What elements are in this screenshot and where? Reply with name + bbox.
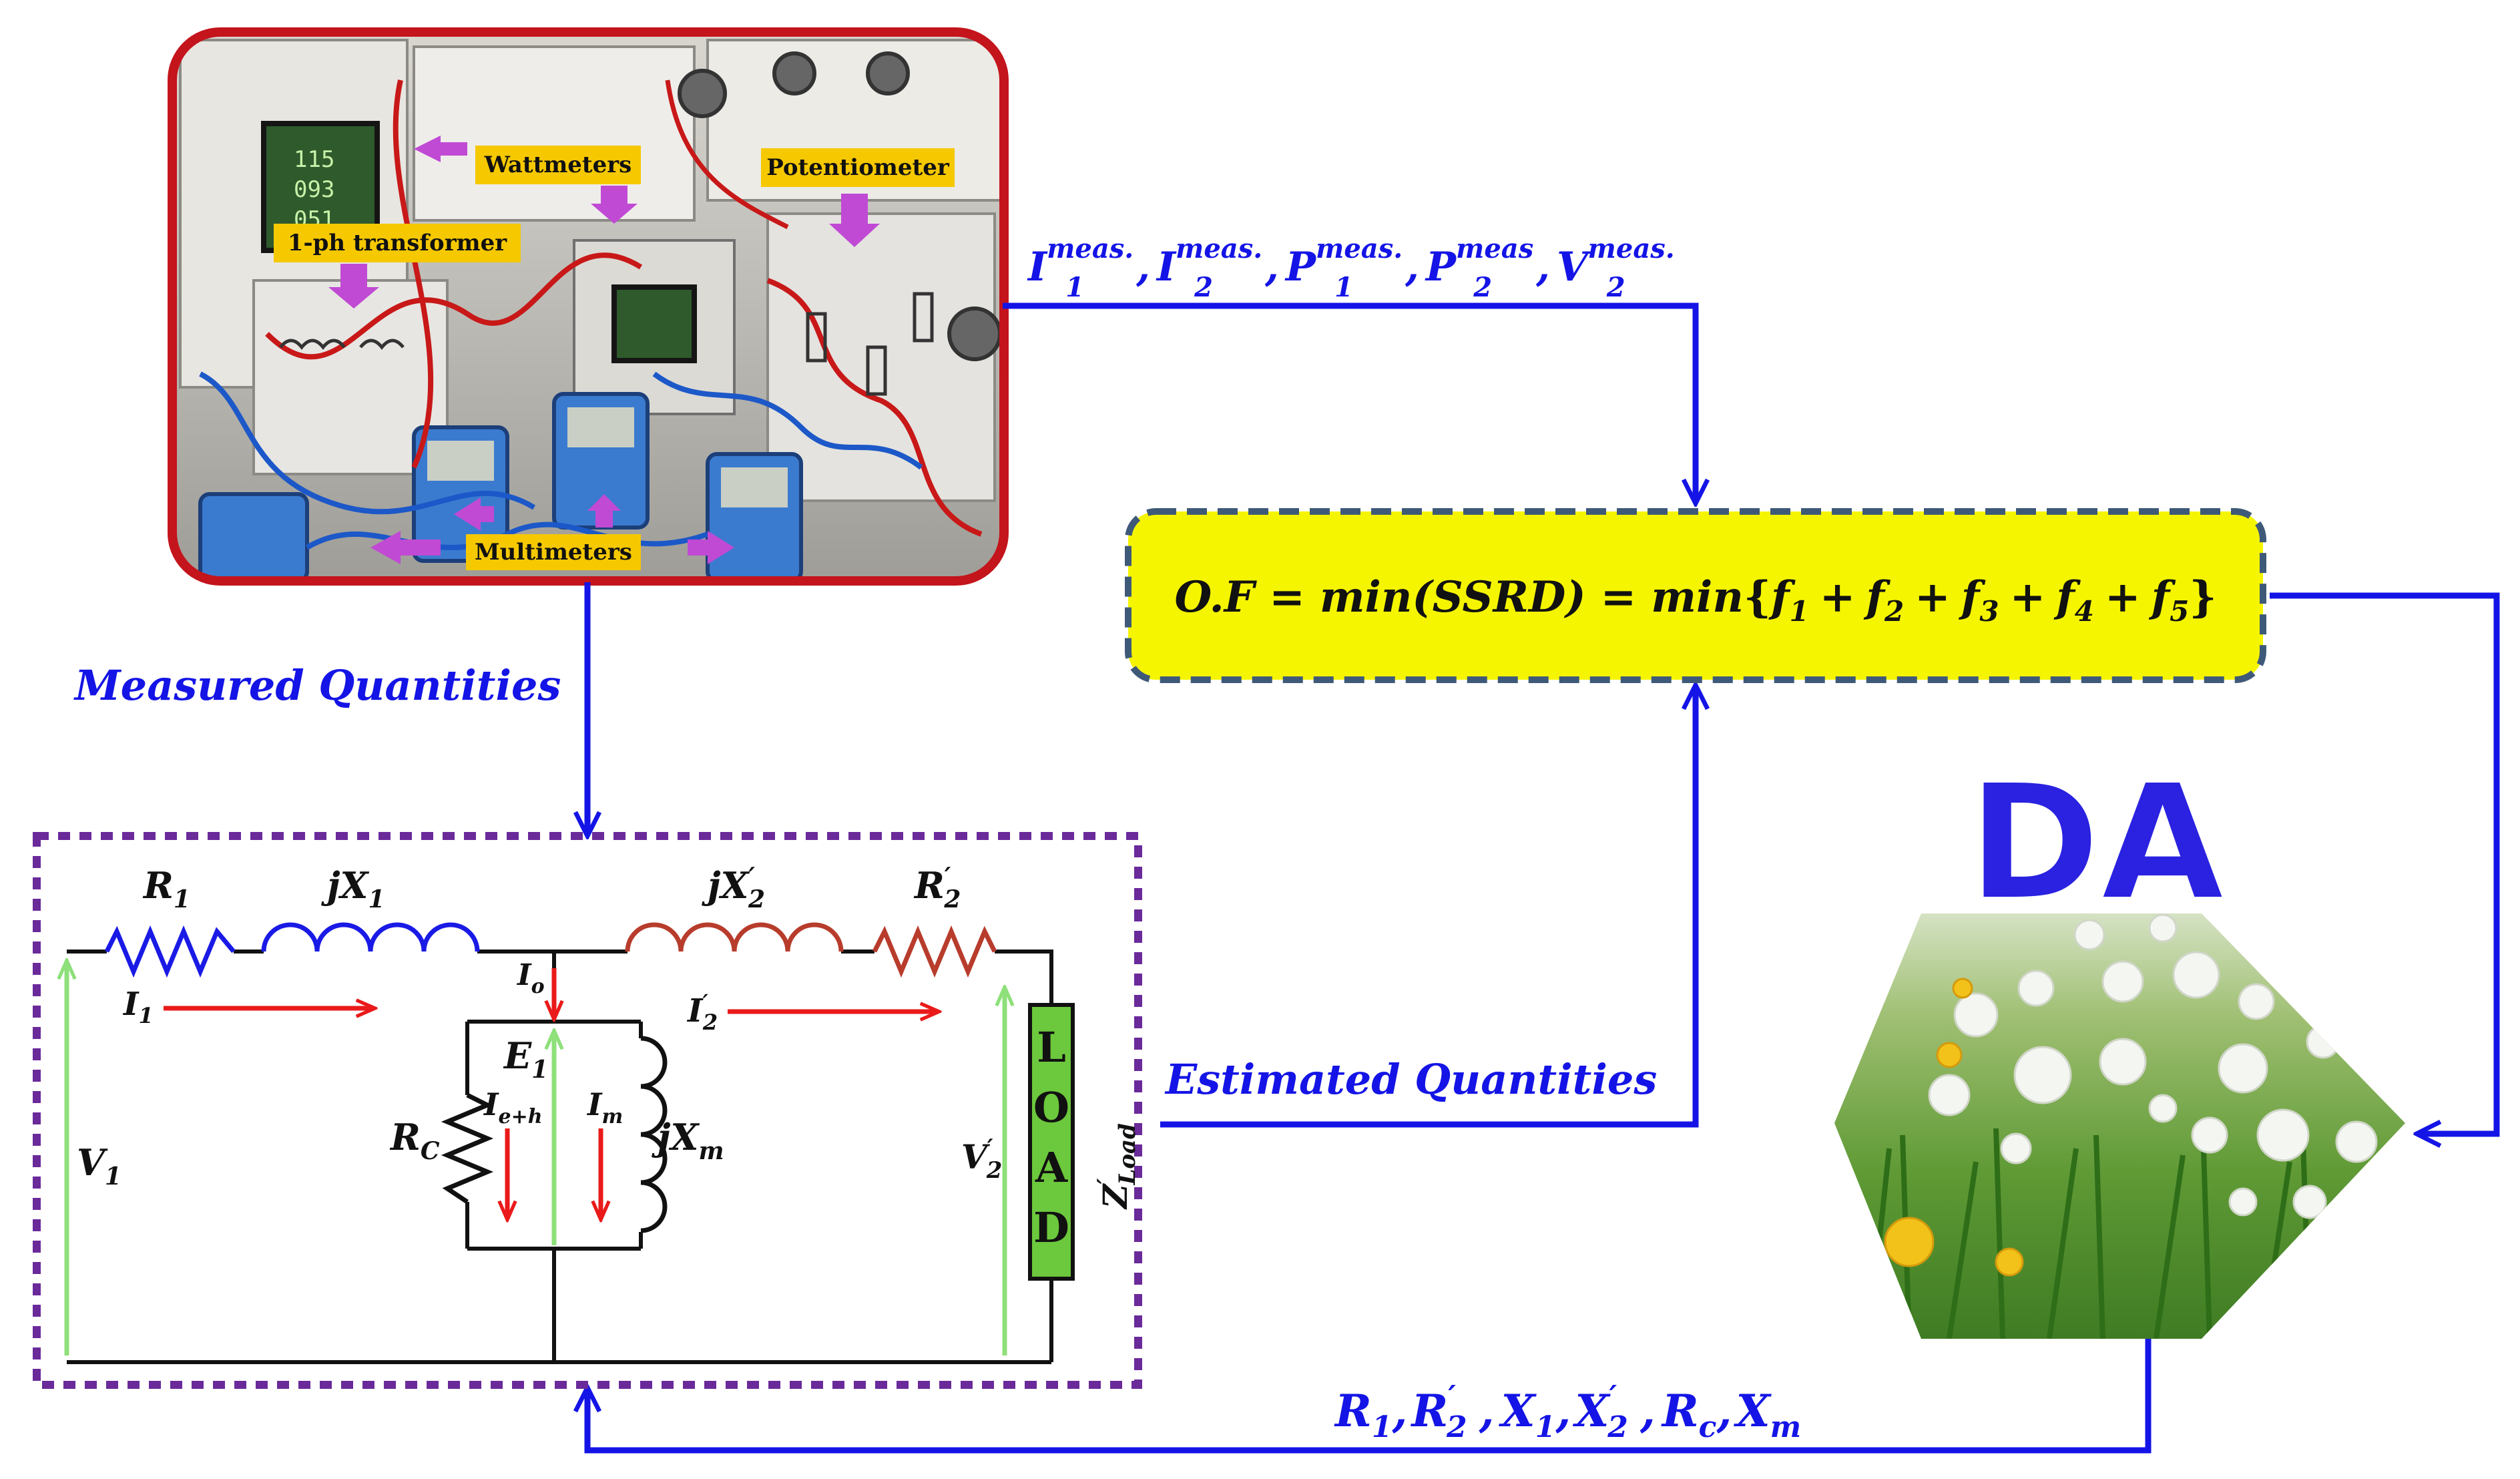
svg-text:D: D: [1033, 1203, 1069, 1252]
label-i2-prime: I′2: [686, 990, 718, 1035]
flow-connectors: [587, 302, 2500, 1454]
objective-function-formula: O.F=min(SSRD)=min{f1+f2+f3+f4+f5}: [1174, 572, 2216, 628]
label-v1: V1: [77, 1141, 121, 1191]
potentiometer-label: Potentiometer: [761, 148, 955, 187]
label-e1: E1: [503, 1034, 548, 1084]
photo-to-objective-arrow: [1003, 302, 1696, 502]
inductor-jx1: [261, 922, 480, 952]
meter-display-line: 115: [294, 146, 334, 173]
svg-text:1-ph transformer: 1-ph transformer: [288, 230, 507, 256]
svg-text:Potentiometer: Potentiometer: [766, 154, 950, 181]
multimeters-label: Multimeters: [466, 534, 641, 570]
label-v2-prime: V′2: [961, 1134, 1002, 1184]
resistor-r1: [104, 925, 236, 978]
label-i1: I1: [122, 986, 154, 1028]
dandelion-algorithm: DA: [1834, 748, 2405, 1339]
load-box: L O A D: [1028, 1003, 1075, 1281]
label-ieh: Ie+h: [483, 1086, 543, 1128]
meter-display-line: 093: [294, 176, 334, 203]
resistor-r2-prime: [872, 925, 997, 978]
svg-text:O: O: [1033, 1083, 1069, 1132]
resistor-rc: [441, 1092, 494, 1204]
da-title: DA: [1968, 749, 2225, 936]
objective-to-da-arrow: [2270, 592, 2500, 1134]
inductor-jx2-prime: [625, 922, 844, 952]
lab-setup-photo: 115 093 051: [168, 27, 1009, 586]
label-jx1: jX1: [321, 864, 385, 913]
svg-text:A: A: [1035, 1143, 1068, 1192]
estimated-quantities-label: Estimated Quantities: [1164, 1055, 1657, 1104]
svg-text:Multimeters: Multimeters: [475, 539, 632, 566]
da-to-circuit-arrow: [587, 1339, 2152, 1454]
wattmeters-label: Wattmeters: [475, 146, 641, 184]
pointer-arrows: [328, 136, 880, 564]
dandelion-image: [1834, 913, 2405, 1339]
svg-text:Wattmeters: Wattmeters: [484, 152, 632, 178]
label-r1: R1: [142, 864, 190, 913]
inductor-jxm: [640, 1036, 668, 1233]
label-z-load: Z′Load: [1093, 1123, 1141, 1210]
objective-function-box: O.F=min(SSRD)=min{f1+f2+f3+f4+f5}: [1125, 508, 2266, 683]
parameters-label: R1,R′2,X1,X′2,Rc,Xm: [1334, 1380, 1801, 1444]
svg-text:L: L: [1037, 1023, 1066, 1072]
circuit-to-objective-arrow: [1160, 686, 1696, 1128]
label-jx2-prime: jX′2: [702, 863, 765, 913]
voltage-arrows: [67, 962, 1005, 1355]
label-im: Im: [586, 1086, 623, 1128]
label-r2-prime: R′2: [913, 863, 961, 913]
equivalent-circuit: L O A D R1 jX1 jX′2 R′2 I1 Io I′2: [33, 832, 1142, 1389]
measured-quantities-label: Measured Quantities: [73, 661, 561, 710]
label-io: Io: [516, 958, 545, 998]
current-arrows: [164, 968, 938, 1219]
circuit-border: [33, 832, 1142, 1389]
transformer-label: 1-ph transformer: [274, 224, 521, 262]
label-jxm: jXm: [652, 1116, 724, 1165]
label-rc: RC: [389, 1116, 440, 1165]
